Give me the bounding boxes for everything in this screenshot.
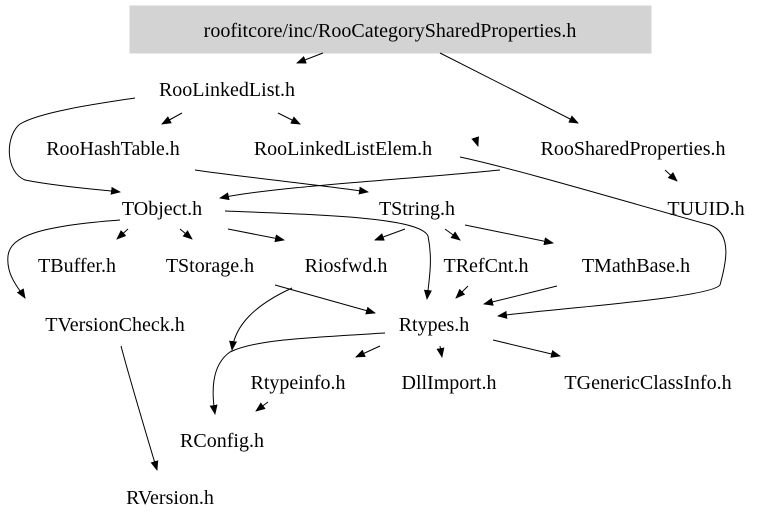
- edge-tversioncheck-to-rversion: [120, 345, 159, 471]
- node-rversion[interactable]: RVersion.h: [126, 487, 214, 509]
- node-trefcnt[interactable]: TRefCnt.h: [444, 255, 529, 277]
- node-tbuffer[interactable]: TBuffer.h: [38, 255, 116, 277]
- edge-roolinkedlist-to-tobject: [8, 97, 136, 195]
- node-tuuid[interactable]: TUUID.h: [667, 198, 744, 220]
- node-root[interactable]: roofitcore/inc/RooCategorySharedProperti…: [204, 20, 577, 42]
- node-tstring[interactable]: TString.h: [379, 198, 455, 220]
- node-riosfwd[interactable]: Riosfwd.h: [305, 255, 388, 277]
- root-node-box: [129, 5, 652, 54]
- edge-rtypes-to-rtypeinfo: [355, 345, 381, 358]
- edge-rtypes-to-dllimport: [436, 345, 445, 358]
- edge-rtypes-to-tgenericclassinfo: [492, 339, 561, 358]
- edge-tobject-to-tstorage: [179, 228, 193, 240]
- edge-tmathbase-to-rtypes: [483, 285, 558, 306]
- edge-tobject-to-tbuffer: [116, 228, 129, 240]
- edge-roosharedproperties-to-tuuid: [664, 169, 678, 182]
- edge-tstring-to-tmathbase: [464, 224, 554, 246]
- edge-roosharedproperties-to-tobject: [219, 169, 501, 201]
- edge-trefcnt-to-rtypes: [455, 285, 469, 299]
- node-roolinkedlist[interactable]: RooLinkedList.h: [159, 79, 295, 101]
- node-rtypes[interactable]: Rtypes.h: [399, 314, 470, 336]
- edge-tobject-to-tversioncheck: [7, 219, 121, 299]
- edge-tobject-to-riosfwd: [227, 228, 285, 243]
- node-roohashtable[interactable]: RooHashTable.h: [46, 138, 180, 160]
- node-tstorage[interactable]: TStorage.h: [166, 255, 254, 277]
- edge-tobject-to-rtypes: [224, 210, 432, 300]
- node-rconfig[interactable]: RConfig.h: [180, 430, 264, 452]
- edge-root-to-roosharedproperties: [439, 52, 579, 124]
- node-dllimport[interactable]: DllImport.h: [402, 372, 497, 394]
- node-tmathbase[interactable]: TMathBase.h: [582, 255, 690, 277]
- edge-roolinkedlist-to-roolinkedlistelem: [277, 112, 301, 125]
- edge-tstring-to-trefcnt: [444, 228, 461, 241]
- edges: [7, 52, 727, 471]
- edge-riosfwd-to-rtypes: [274, 284, 376, 315]
- node-roolinkedlistelem[interactable]: RooLinkedListElem.h: [254, 138, 432, 160]
- node-tobject[interactable]: TObject.h: [122, 198, 202, 220]
- node-tgenericclassinfo[interactable]: TGenericClassInfo.h: [564, 372, 731, 394]
- edge-tstring-to-riosfwd: [374, 228, 406, 241]
- edge-roolinkedlistelem-self: [471, 136, 479, 147]
- node-roosharedproperties[interactable]: RooSharedProperties.h: [541, 138, 726, 160]
- edge-rtypeinfo-to-rconfig: [255, 401, 269, 412]
- edge-roolinkedlistelem-to-rtypes: [459, 156, 727, 319]
- edge-riosfwd-to-rconfig: [229, 287, 293, 351]
- edge-roohashtable-to-tstring: [194, 169, 369, 195]
- edge-root-to-roolinkedlist: [296, 52, 324, 64]
- node-tversioncheck[interactable]: TVersionCheck.h: [45, 314, 184, 336]
- node-rtypeinfo[interactable]: Rtypeinfo.h: [251, 372, 346, 394]
- edge-roolinkedlist-to-roohashtable: [161, 112, 183, 125]
- nodes: roofitcore/inc/RooCategorySharedProperti…: [38, 20, 745, 509]
